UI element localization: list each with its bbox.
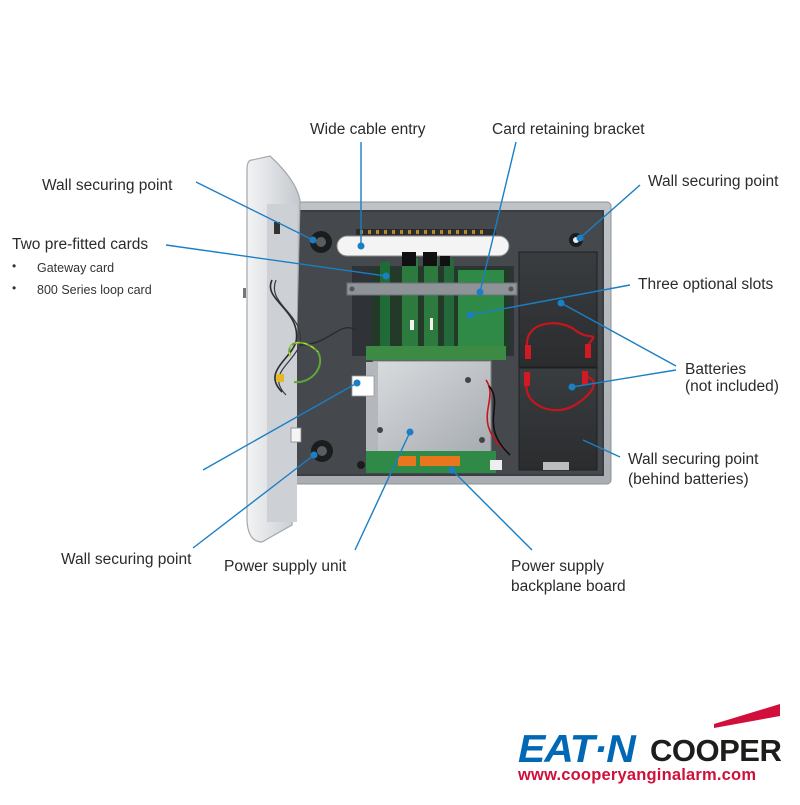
label-loop-card: 800 Series loop card bbox=[37, 283, 152, 297]
label-wall-securing-behind: Wall securing point bbox=[628, 451, 759, 468]
label-wall-securing-behind-note: (behind batteries) bbox=[628, 471, 749, 488]
label-gateway-card: Gateway card bbox=[37, 261, 115, 275]
label-backplane-note: backplane board bbox=[511, 578, 626, 595]
label-wall-securing-top-left: Wall securing point bbox=[42, 177, 173, 194]
label-power-supply-unit: Power supply unit bbox=[224, 558, 347, 575]
batteries bbox=[518, 251, 598, 471]
label-three-optional-slots: Three optional slots bbox=[638, 276, 774, 293]
label-two-prefitted-cards: Two pre-fitted cards bbox=[12, 236, 149, 253]
leader-lines bbox=[165, 141, 677, 551]
label-wide-cable-entry: Wide cable entry bbox=[310, 121, 426, 138]
label-backplane: Power supply bbox=[511, 558, 605, 575]
label-wall-securing-bottom-left: Wall securing point bbox=[61, 551, 192, 568]
card-rack bbox=[346, 252, 518, 360]
brand-eaton: EAT·N bbox=[518, 728, 636, 771]
label-wall-securing-top-right: Wall securing point bbox=[648, 173, 779, 190]
bullet: • bbox=[12, 281, 17, 295]
cable-entry-slot bbox=[336, 229, 510, 257]
label-card-retaining-bracket: Card retaining bracket bbox=[492, 121, 645, 138]
label-batteries: Batteries bbox=[685, 361, 747, 378]
panel-door bbox=[243, 155, 375, 543]
backplane-board bbox=[366, 451, 502, 473]
cooper-swoosh-icon bbox=[714, 704, 780, 728]
website-url[interactable]: www.cooperyanginalarm.com bbox=[518, 766, 757, 784]
power-supply-unit bbox=[366, 360, 511, 456]
label-batteries-note: (not included) bbox=[685, 378, 779, 395]
brand-cooper: COOPER bbox=[650, 733, 782, 768]
bullet: • bbox=[12, 259, 17, 273]
eaton-cooper-logo: EAT·N COOPER www.cooperyanginalarm.com bbox=[518, 700, 788, 790]
